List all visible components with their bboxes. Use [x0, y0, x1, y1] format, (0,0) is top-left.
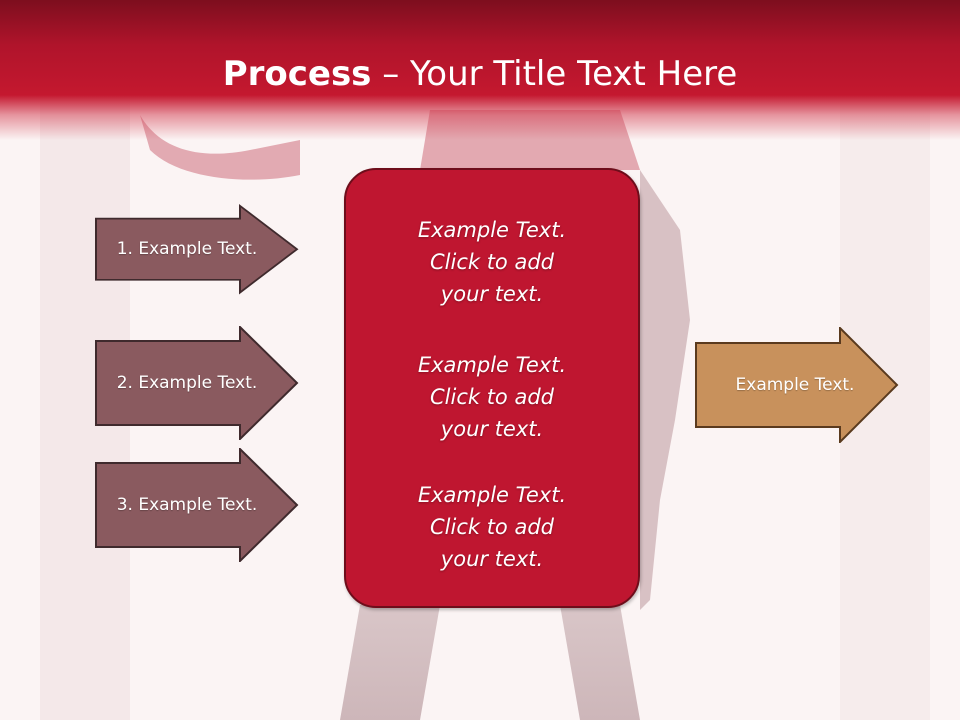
left-arrow-2-label: 2. Example Text.	[116, 373, 258, 393]
center-block-3-line3: your text.	[440, 547, 544, 571]
title-rest: – Your Title Text Here	[371, 54, 738, 94]
center-block-3-line1: Example Text.	[417, 483, 567, 507]
title-strong: Process	[222, 54, 372, 94]
center-block-2-line1: Example Text.	[417, 353, 567, 377]
left-arrow-1-label: 1. Example Text.	[116, 239, 258, 259]
left-arrow-2[interactable]: 2. Example Text.	[95, 326, 299, 440]
center-block-1-line3: your text.	[440, 282, 544, 306]
center-block-2: Example Text. Click to add your text.	[346, 349, 638, 445]
left-arrow-3[interactable]: 3. Example Text.	[95, 448, 299, 562]
title-bar	[0, 0, 960, 140]
center-block-3-line2: Click to add	[429, 515, 554, 539]
center-block-1: Example Text. Click to add your text.	[346, 214, 638, 310]
left-arrow-3-label: 3. Example Text.	[116, 495, 258, 515]
left-arrow-1[interactable]: 1. Example Text.	[95, 197, 299, 301]
center-block-2-line3: your text.	[440, 417, 544, 441]
center-block-3: Example Text. Click to add your text.	[346, 479, 638, 575]
center-block-2-line2: Click to add	[429, 385, 554, 409]
right-arrow[interactable]: Example Text.	[695, 327, 899, 443]
center-text-box[interactable]: Example Text. Click to add your text. Ex…	[344, 168, 640, 608]
center-block-1-line2: Click to add	[429, 250, 554, 274]
right-arrow-label: Example Text.	[735, 375, 855, 395]
page-title: Process – Your Title Text Here	[0, 52, 960, 96]
center-block-1-line1: Example Text.	[417, 218, 567, 242]
